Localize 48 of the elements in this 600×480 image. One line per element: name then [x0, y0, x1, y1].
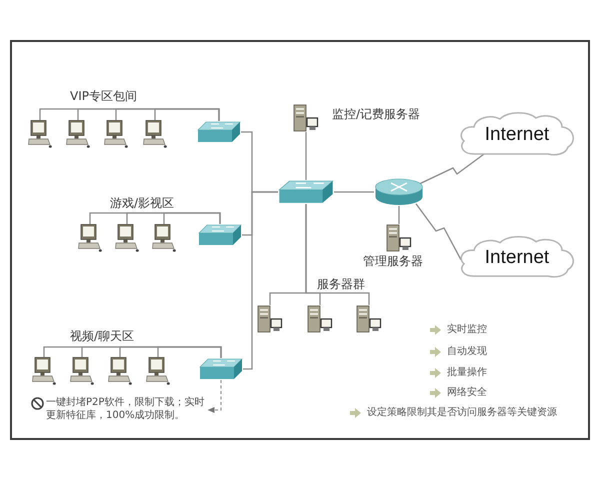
network-link [154, 108, 220, 121]
computer-icon [115, 224, 139, 252]
network-link [157, 346, 222, 358]
network-link [305, 132, 307, 180]
network-link [398, 206, 400, 224]
server-icon [356, 305, 382, 333]
device-caption: 监控/记费服务器 [332, 107, 420, 121]
computer-icon [108, 357, 132, 385]
network-switch-icon [197, 121, 241, 143]
computer-icon [146, 357, 170, 385]
cloud-shape [458, 110, 576, 158]
computer-icon [66, 120, 90, 148]
computer-icon [143, 120, 167, 148]
computer-icon [32, 357, 56, 385]
server-icon [386, 224, 412, 252]
group-label: 服务器群 [317, 277, 365, 291]
cloud-label: Internet [484, 123, 550, 146]
network-switch-icon [278, 180, 334, 204]
computer-icon [28, 120, 52, 148]
cloud-label: Internet [484, 246, 550, 269]
network-link [243, 191, 278, 370]
zigzag-link [420, 154, 484, 184]
computer-icon [70, 357, 94, 385]
feature-text: 实时监控 [447, 324, 487, 336]
server-icon [257, 305, 283, 333]
note-text: 一键封堵P2P软件，限制下载；实时更新特征库，100%成功限制。 [46, 396, 208, 422]
feature-text: 设定策略限制其是否访问服务器等关键资源 [367, 407, 557, 419]
network-switch-icon [198, 224, 242, 246]
router-icon [374, 178, 424, 206]
computer-icon [152, 224, 176, 252]
network-link [305, 204, 370, 305]
feature-text: 网络安全 [447, 387, 487, 399]
computer-icon [104, 120, 128, 148]
zigzag-link [415, 203, 462, 260]
dashed-arrow [208, 380, 222, 414]
network-switch-icon [199, 358, 243, 380]
feature-text: 批量操作 [447, 367, 487, 379]
group-label: 游戏/影视区 [110, 196, 174, 210]
group-label: 视频/聊天区 [70, 329, 134, 343]
cloud-shape [458, 234, 576, 280]
server-icon [307, 305, 333, 333]
network-link [334, 191, 374, 193]
feature-text: 自动发现 [447, 346, 487, 358]
group-label: VIP专区包间 [70, 89, 137, 103]
device-caption: 管理服务器 [363, 254, 423, 268]
network-link [163, 212, 221, 224]
server-icon [293, 104, 319, 132]
computer-icon [78, 224, 102, 252]
